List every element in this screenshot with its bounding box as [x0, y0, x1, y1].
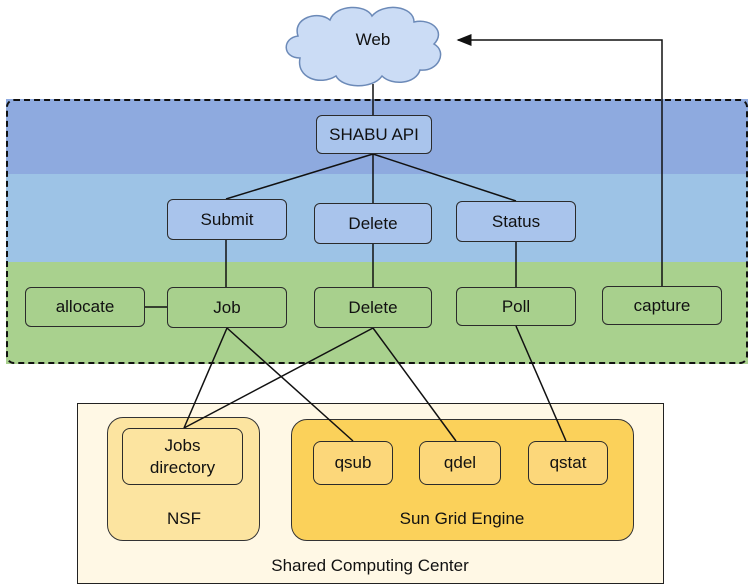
delete-endpoint-node: Delete: [314, 203, 432, 244]
poll-label: Poll: [501, 296, 531, 316]
poll-node: Poll: [456, 287, 576, 326]
job-label: Job: [213, 297, 241, 317]
system-boundary: [6, 99, 748, 364]
status-node: Status: [456, 201, 576, 242]
qstat-label: qstat: [549, 453, 587, 472]
shabu-api-node: SHABU API: [316, 115, 432, 154]
delete-worker-node: Delete: [314, 287, 432, 328]
web-label: Web: [355, 30, 391, 49]
capture-node: capture: [602, 286, 722, 325]
allocate-label: allocate: [55, 297, 115, 316]
qsub-label: qsub: [334, 453, 372, 472]
submit-label: Submit: [200, 209, 254, 229]
qdel-node: qdel: [419, 441, 501, 485]
capture-label: capture: [633, 295, 691, 315]
qsub-node: qsub: [313, 441, 393, 485]
qstat-node: qstat: [528, 441, 608, 485]
cloud-icon: [285, 6, 442, 87]
center-label: Shared Computing Center: [271, 556, 469, 575]
status-label: Status: [491, 211, 541, 231]
allocate-node: allocate: [25, 287, 145, 327]
nsf-label: NSF: [167, 509, 201, 528]
sge-label: Sun Grid Engine: [399, 509, 525, 528]
submit-node: Submit: [167, 199, 287, 240]
jobs-directory-label: Jobs directory: [149, 435, 216, 477]
delete-worker-label: Delete: [348, 297, 398, 317]
shabu-api-label: SHABU API: [329, 124, 419, 144]
qdel-label: qdel: [443, 453, 477, 472]
delete-endpoint-label: Delete: [348, 213, 398, 233]
jobs-directory-node: Jobs directory: [122, 428, 243, 485]
job-node: Job: [167, 287, 287, 328]
